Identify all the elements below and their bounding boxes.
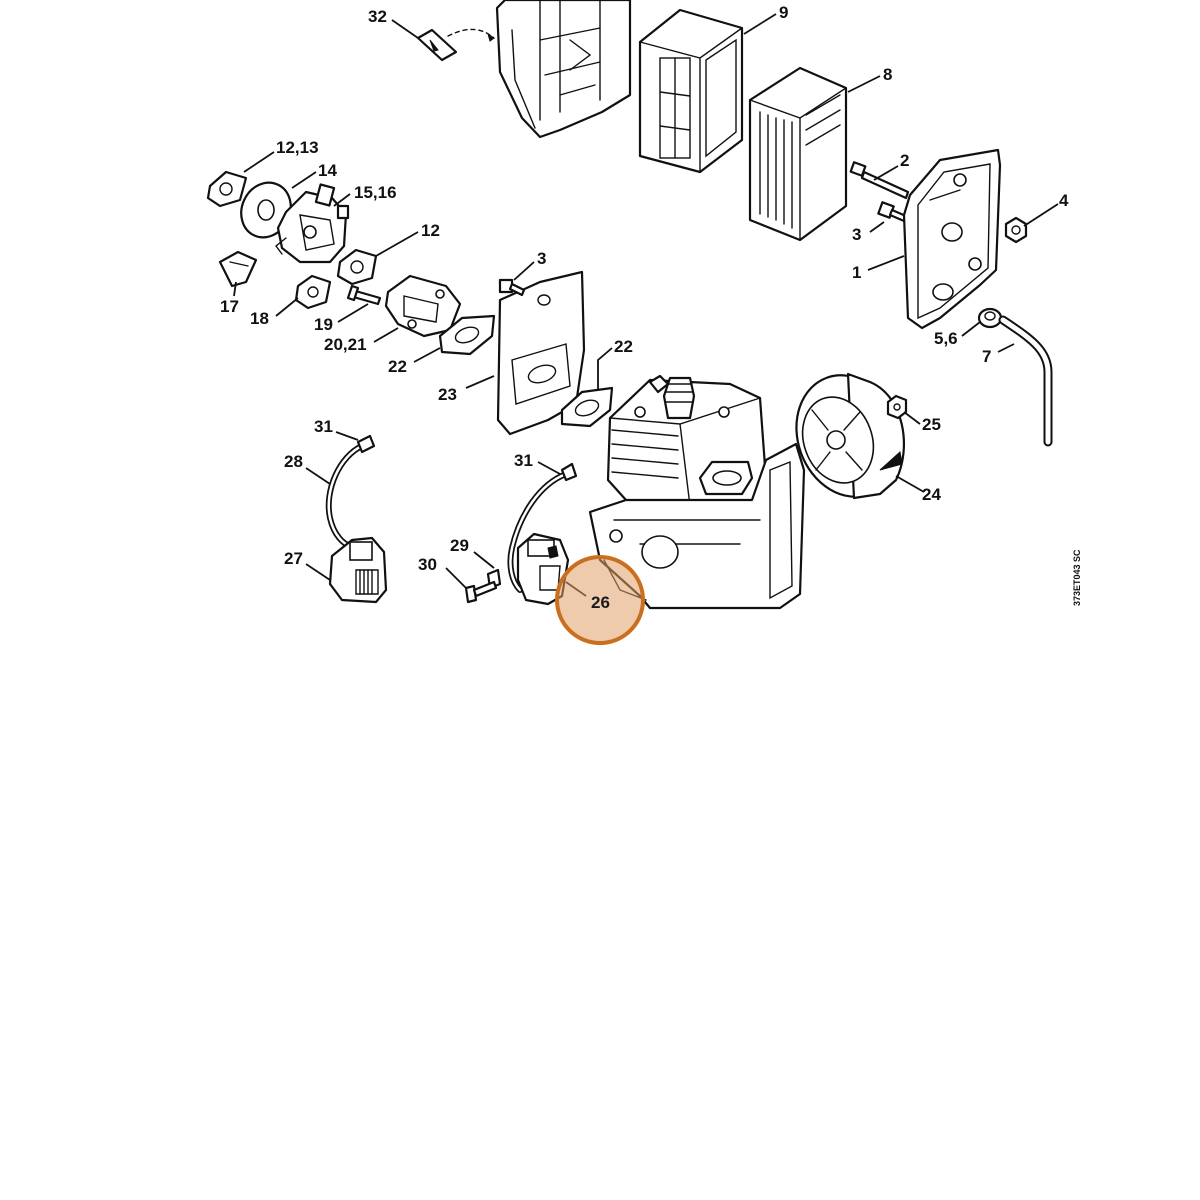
callout-18[interactable]: 18 [250, 309, 269, 328]
screw-30[interactable] [464, 580, 498, 604]
gasket-22-left[interactable] [438, 314, 496, 356]
callout-17[interactable]: 17 [220, 297, 239, 316]
callout-22-right[interactable]: 22 [614, 337, 633, 356]
pleated-filter[interactable] [748, 66, 848, 242]
callout-26[interactable]: 26 [591, 593, 610, 612]
ignition-lead-28[interactable] [325, 443, 365, 549]
highlight-marker-26[interactable] [555, 555, 645, 645]
callout-19[interactable]: 19 [314, 315, 333, 334]
callout-31-left[interactable]: 31 [314, 417, 333, 436]
engine-cylinder[interactable] [606, 374, 768, 508]
callout-20-21[interactable]: 20,21 [324, 335, 367, 354]
callout-1[interactable]: 1 [852, 263, 861, 282]
nut-4[interactable] [1004, 216, 1028, 244]
carburetor-15-16[interactable] [275, 183, 350, 264]
callout-labels: 32 9 8 12,13 14 15,16 12 17 18 19 20,21 … [220, 3, 1069, 612]
nut-25[interactable] [886, 394, 908, 420]
callout-8[interactable]: 8 [883, 65, 892, 84]
gasket-12-13[interactable] [206, 170, 248, 208]
callout-4[interactable]: 4 [1059, 191, 1069, 210]
callout-27[interactable]: 27 [284, 549, 303, 568]
choke-knob-17[interactable] [218, 250, 258, 288]
intake-manifold-20-21[interactable] [384, 274, 462, 338]
filter-base-plate[interactable] [902, 148, 1002, 330]
callout-29[interactable]: 29 [450, 536, 469, 555]
gasket-12[interactable] [336, 248, 378, 286]
callout-24[interactable]: 24 [922, 485, 941, 504]
drawing-code: 373ET043 SC [1072, 549, 1082, 606]
callout-3-left[interactable]: 3 [537, 249, 546, 268]
ignition-module-27[interactable] [328, 536, 388, 604]
ignition-lead-31-right[interactable] [507, 462, 578, 593]
air-filter-cover[interactable] [495, 0, 632, 139]
callout-15-16[interactable]: 15,16 [354, 183, 397, 202]
callout-3-right[interactable]: 3 [852, 225, 861, 244]
callout-12-13[interactable]: 12,13 [276, 138, 319, 157]
callout-31-right[interactable]: 31 [514, 451, 533, 470]
warning-label-part[interactable] [416, 28, 495, 62]
callout-23[interactable]: 23 [438, 385, 457, 404]
callout-25[interactable]: 25 [922, 415, 941, 434]
screw-3-left[interactable] [498, 278, 526, 297]
spark-plug-terminal-31-left[interactable] [356, 434, 376, 454]
gasket-22-right[interactable] [560, 386, 614, 428]
callout-5-6[interactable]: 5,6 [934, 329, 958, 348]
screw-19[interactable] [346, 284, 382, 306]
screw-2[interactable] [849, 161, 910, 200]
callout-32[interactable]: 32 [368, 7, 387, 26]
callout-12[interactable]: 12 [421, 221, 440, 240]
grommet-5-6[interactable] [977, 307, 1003, 329]
callout-28[interactable]: 28 [284, 452, 303, 471]
callout-22-left[interactable]: 22 [388, 357, 407, 376]
gasket-18[interactable] [294, 274, 332, 310]
filter-frame[interactable] [638, 8, 744, 174]
callout-14[interactable]: 14 [318, 161, 337, 180]
callout-30[interactable]: 30 [418, 555, 437, 574]
callout-2[interactable]: 2 [900, 151, 909, 170]
hose-7[interactable] [998, 315, 1053, 447]
callout-7[interactable]: 7 [982, 347, 991, 366]
callout-9[interactable]: 9 [779, 3, 788, 22]
spacer-14[interactable] [232, 174, 299, 245]
screw-3-right[interactable] [877, 201, 908, 223]
